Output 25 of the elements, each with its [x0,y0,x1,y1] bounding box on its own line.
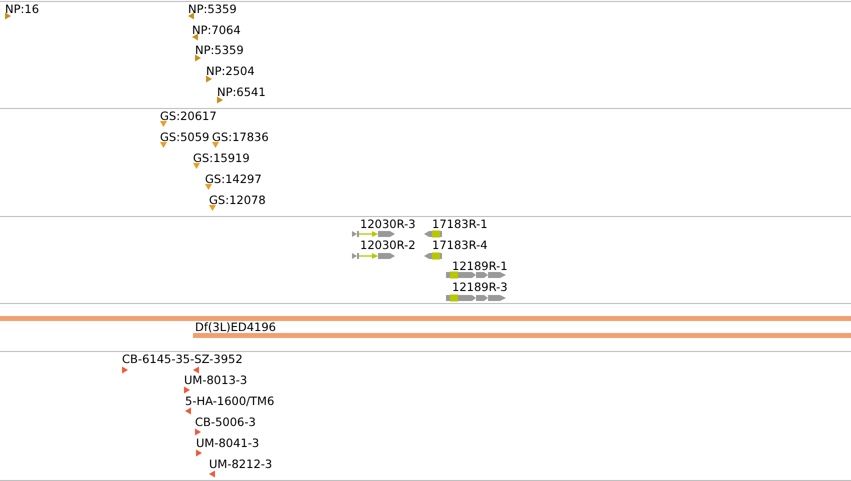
feature-label: UM-8041-3 [196,437,260,450]
feature-label: GS:12078 [209,194,266,207]
transcript-label: 12189R-1 [452,260,508,273]
feature-label: 5-HA-1600/TM6 [185,395,274,408]
feature-label: CB-6145-35-SZ-3952 [122,353,243,366]
feature-label: CB-5006-3 [195,416,256,429]
feature-label: UM-8212-3 [209,458,272,471]
feature-label: NP:6541 [217,86,266,99]
feature-label: UM-8013-3 [184,374,248,387]
feature-label: NP:2504 [206,65,255,78]
feature-label: GS:15919 [193,152,250,165]
feature-label: NP:5359 [188,3,237,16]
transcript-label: 17183R-1 [432,218,488,231]
feature-label: NP:16 [5,3,40,16]
feature-label: NP:5359 [195,44,244,57]
feature-label: NP:7064 [192,24,241,37]
transcript-label: 12030R-2 [360,239,416,252]
transcript-label: 17183R-4 [432,239,488,252]
feature-label: GS:17836 [212,131,269,144]
feature-label: GS:20617 [160,110,217,123]
feature-label: GS:14297 [205,173,262,186]
deletion-label: Df(3L)ED4196 [195,321,276,334]
transcript-label: 12189R-3 [452,281,508,294]
feature-label: GS:5059 [160,131,210,144]
transcript-label: 12030R-3 [360,218,416,231]
